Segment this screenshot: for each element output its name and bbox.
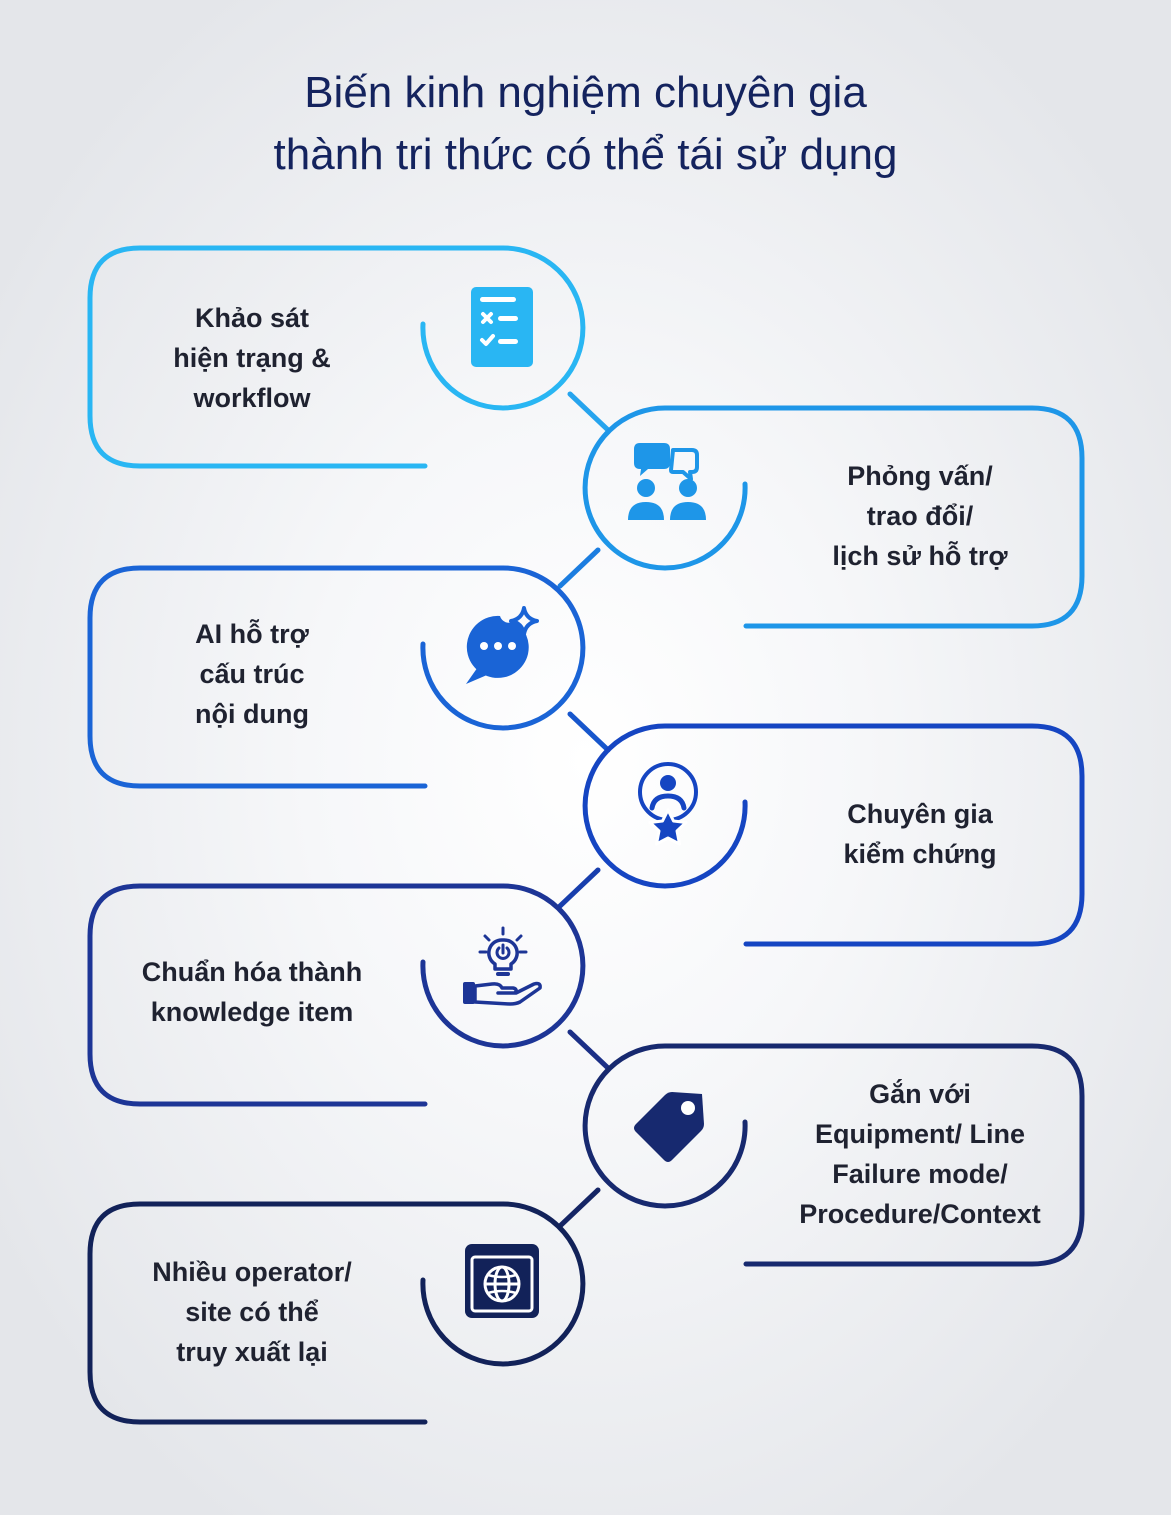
ai-chat-sparkle-icon — [466, 606, 539, 684]
connector-1-2 — [567, 391, 611, 433]
step-5-label: Chuẩn hóa thành knowledge item — [141, 957, 363, 1027]
step-6-label: Gắn với Equipment/ Line Failure mode/ Pr… — [799, 1079, 1041, 1229]
title-line-1: Biến kinh nghiệm chuyên gia — [304, 68, 867, 117]
step-5-frame — [87, 883, 586, 1107]
title-line-2: thành tri thức có thể tái sử dụng — [273, 130, 898, 179]
step-1-frame — [87, 245, 586, 469]
step-4-frame — [582, 723, 1085, 947]
checklist-icon — [471, 287, 533, 367]
step-1-label: Khảo sát hiện trạng & workflow — [173, 303, 331, 413]
lightbulb-hand-icon — [463, 926, 542, 1006]
connector-5-6 — [567, 1029, 611, 1071]
step-4-label: Chuyên gia kiểm chứng — [843, 799, 997, 869]
connector-2-3 — [557, 547, 601, 589]
globe-window-icon — [465, 1244, 539, 1318]
connector-3-4 — [567, 711, 611, 753]
page-title: Biến kinh nghiệm chuyên gia thành tri th… — [0, 62, 1171, 186]
step-7-frame — [87, 1201, 586, 1425]
step-3-label: AI hỗ trợ cấu trúc nội dung — [195, 619, 309, 729]
step-3-frame — [87, 565, 586, 789]
step-6-frame — [582, 1043, 1085, 1267]
step-2-label: Phỏng vấn/ trao đổi/ lịch sử hỗ trợ — [832, 461, 1008, 571]
expert-star-icon — [638, 762, 698, 846]
step-2-frame — [582, 405, 1085, 629]
interview-people-icon — [628, 443, 706, 520]
connector-4-5 — [557, 867, 601, 909]
step-7-label: Nhiều operator/ site có thể truy xuất lạ… — [152, 1257, 352, 1367]
connector-6-7 — [557, 1187, 601, 1229]
tag-icon — [634, 1092, 704, 1162]
